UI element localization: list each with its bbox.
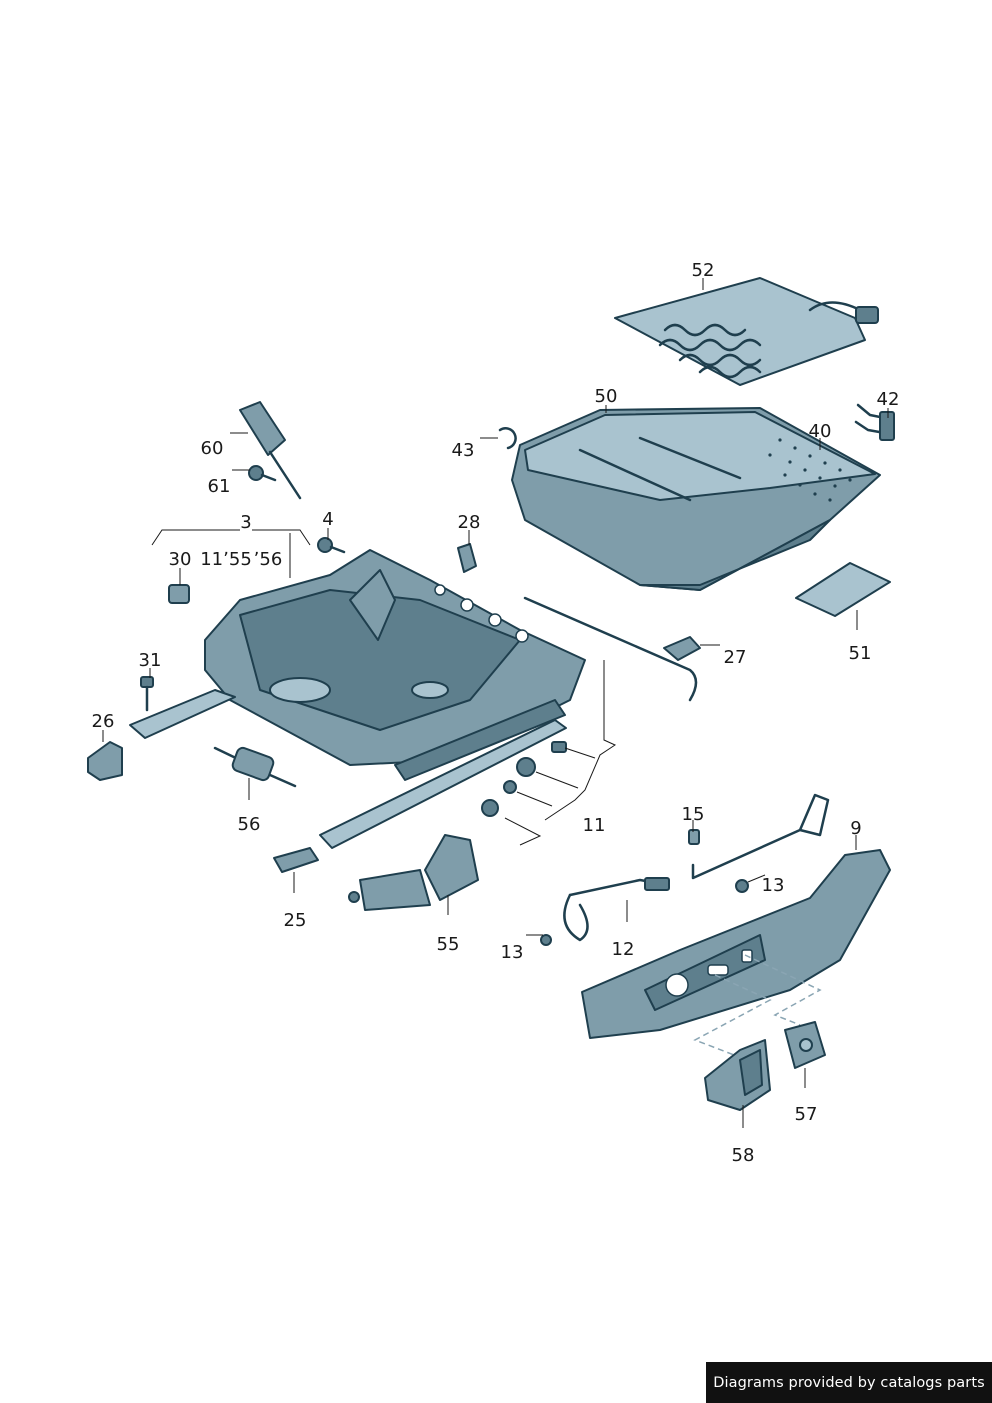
callout-40: 40: [809, 421, 832, 442]
link-rod-12: [540, 877, 670, 946]
callout-57: 57: [795, 1104, 818, 1125]
credit-banner: Diagrams provided by catalogs parts: [706, 1362, 992, 1403]
callout-61: 61: [208, 476, 231, 497]
callout-55: 55: [437, 934, 460, 955]
foam-dots-40: [768, 438, 852, 502]
belt-buckle-60: [239, 401, 302, 500]
callout-26: 26: [92, 711, 115, 732]
seat-frame-3: [204, 549, 586, 766]
seat-rails: [129, 689, 567, 849]
clip-15: [688, 829, 700, 845]
cover-25: [273, 847, 319, 873]
bolts-11: [481, 741, 567, 817]
switch-58: [704, 1039, 771, 1111]
callout-43: 43: [452, 440, 475, 461]
callout-labels: 52 50 42 40 43 60 61 3 4 28 30 11ʼ55 ʼ56…: [92, 260, 900, 1166]
pad-51: [795, 562, 891, 617]
motor-55: [348, 834, 479, 911]
bolt-61: [248, 465, 277, 482]
seat-cushion-50: [511, 407, 881, 591]
callout-25: 25: [284, 910, 307, 931]
callout-52: 52: [692, 260, 715, 281]
cover-26: [87, 741, 123, 781]
dash-leader-58: [693, 974, 772, 1059]
callout-4: 4: [322, 509, 333, 530]
side-trim-9: [581, 849, 891, 1039]
callout-56: 56: [238, 814, 261, 835]
credit-text: Diagrams provided by catalogs parts: [713, 1374, 985, 1391]
callout-28: 28: [458, 512, 481, 533]
callout-30: 30: [169, 549, 192, 570]
connector-42: [854, 403, 895, 441]
callout-27: 27: [724, 647, 747, 668]
callout-60: 60: [201, 438, 224, 459]
screw-31: [140, 676, 154, 712]
callout-56-top: ʼ56: [254, 549, 283, 570]
callout-13-lower: 13: [501, 942, 524, 963]
clip-27: [663, 636, 701, 661]
callout-13-upper: 13: [762, 875, 785, 896]
callout-51: 51: [849, 643, 872, 664]
clip-28: [457, 543, 477, 573]
seat-heating-mat-52: [614, 277, 879, 386]
dash-leader-57: [744, 954, 822, 1026]
callout-50: 50: [595, 386, 618, 407]
bolt-4: [317, 537, 346, 554]
rod: [523, 596, 698, 702]
leader-lines: [102, 278, 889, 1128]
callout-15: 15: [682, 804, 705, 825]
spring-ring-43: [498, 427, 517, 450]
callout-42: 42: [877, 389, 900, 410]
callout-12: 12: [612, 939, 635, 960]
switch-57: [784, 1021, 826, 1069]
clip-30: [168, 584, 190, 604]
sensor-56: [213, 746, 297, 788]
link-rod-upper: [691, 793, 830, 893]
callout-3: 3: [240, 512, 251, 533]
callout-58: 58: [732, 1145, 755, 1166]
callout-31: 31: [139, 650, 162, 671]
callout-11-55: 11ʼ55: [200, 549, 252, 570]
callout-11: 11: [583, 815, 606, 836]
callout-9: 9: [850, 818, 861, 839]
